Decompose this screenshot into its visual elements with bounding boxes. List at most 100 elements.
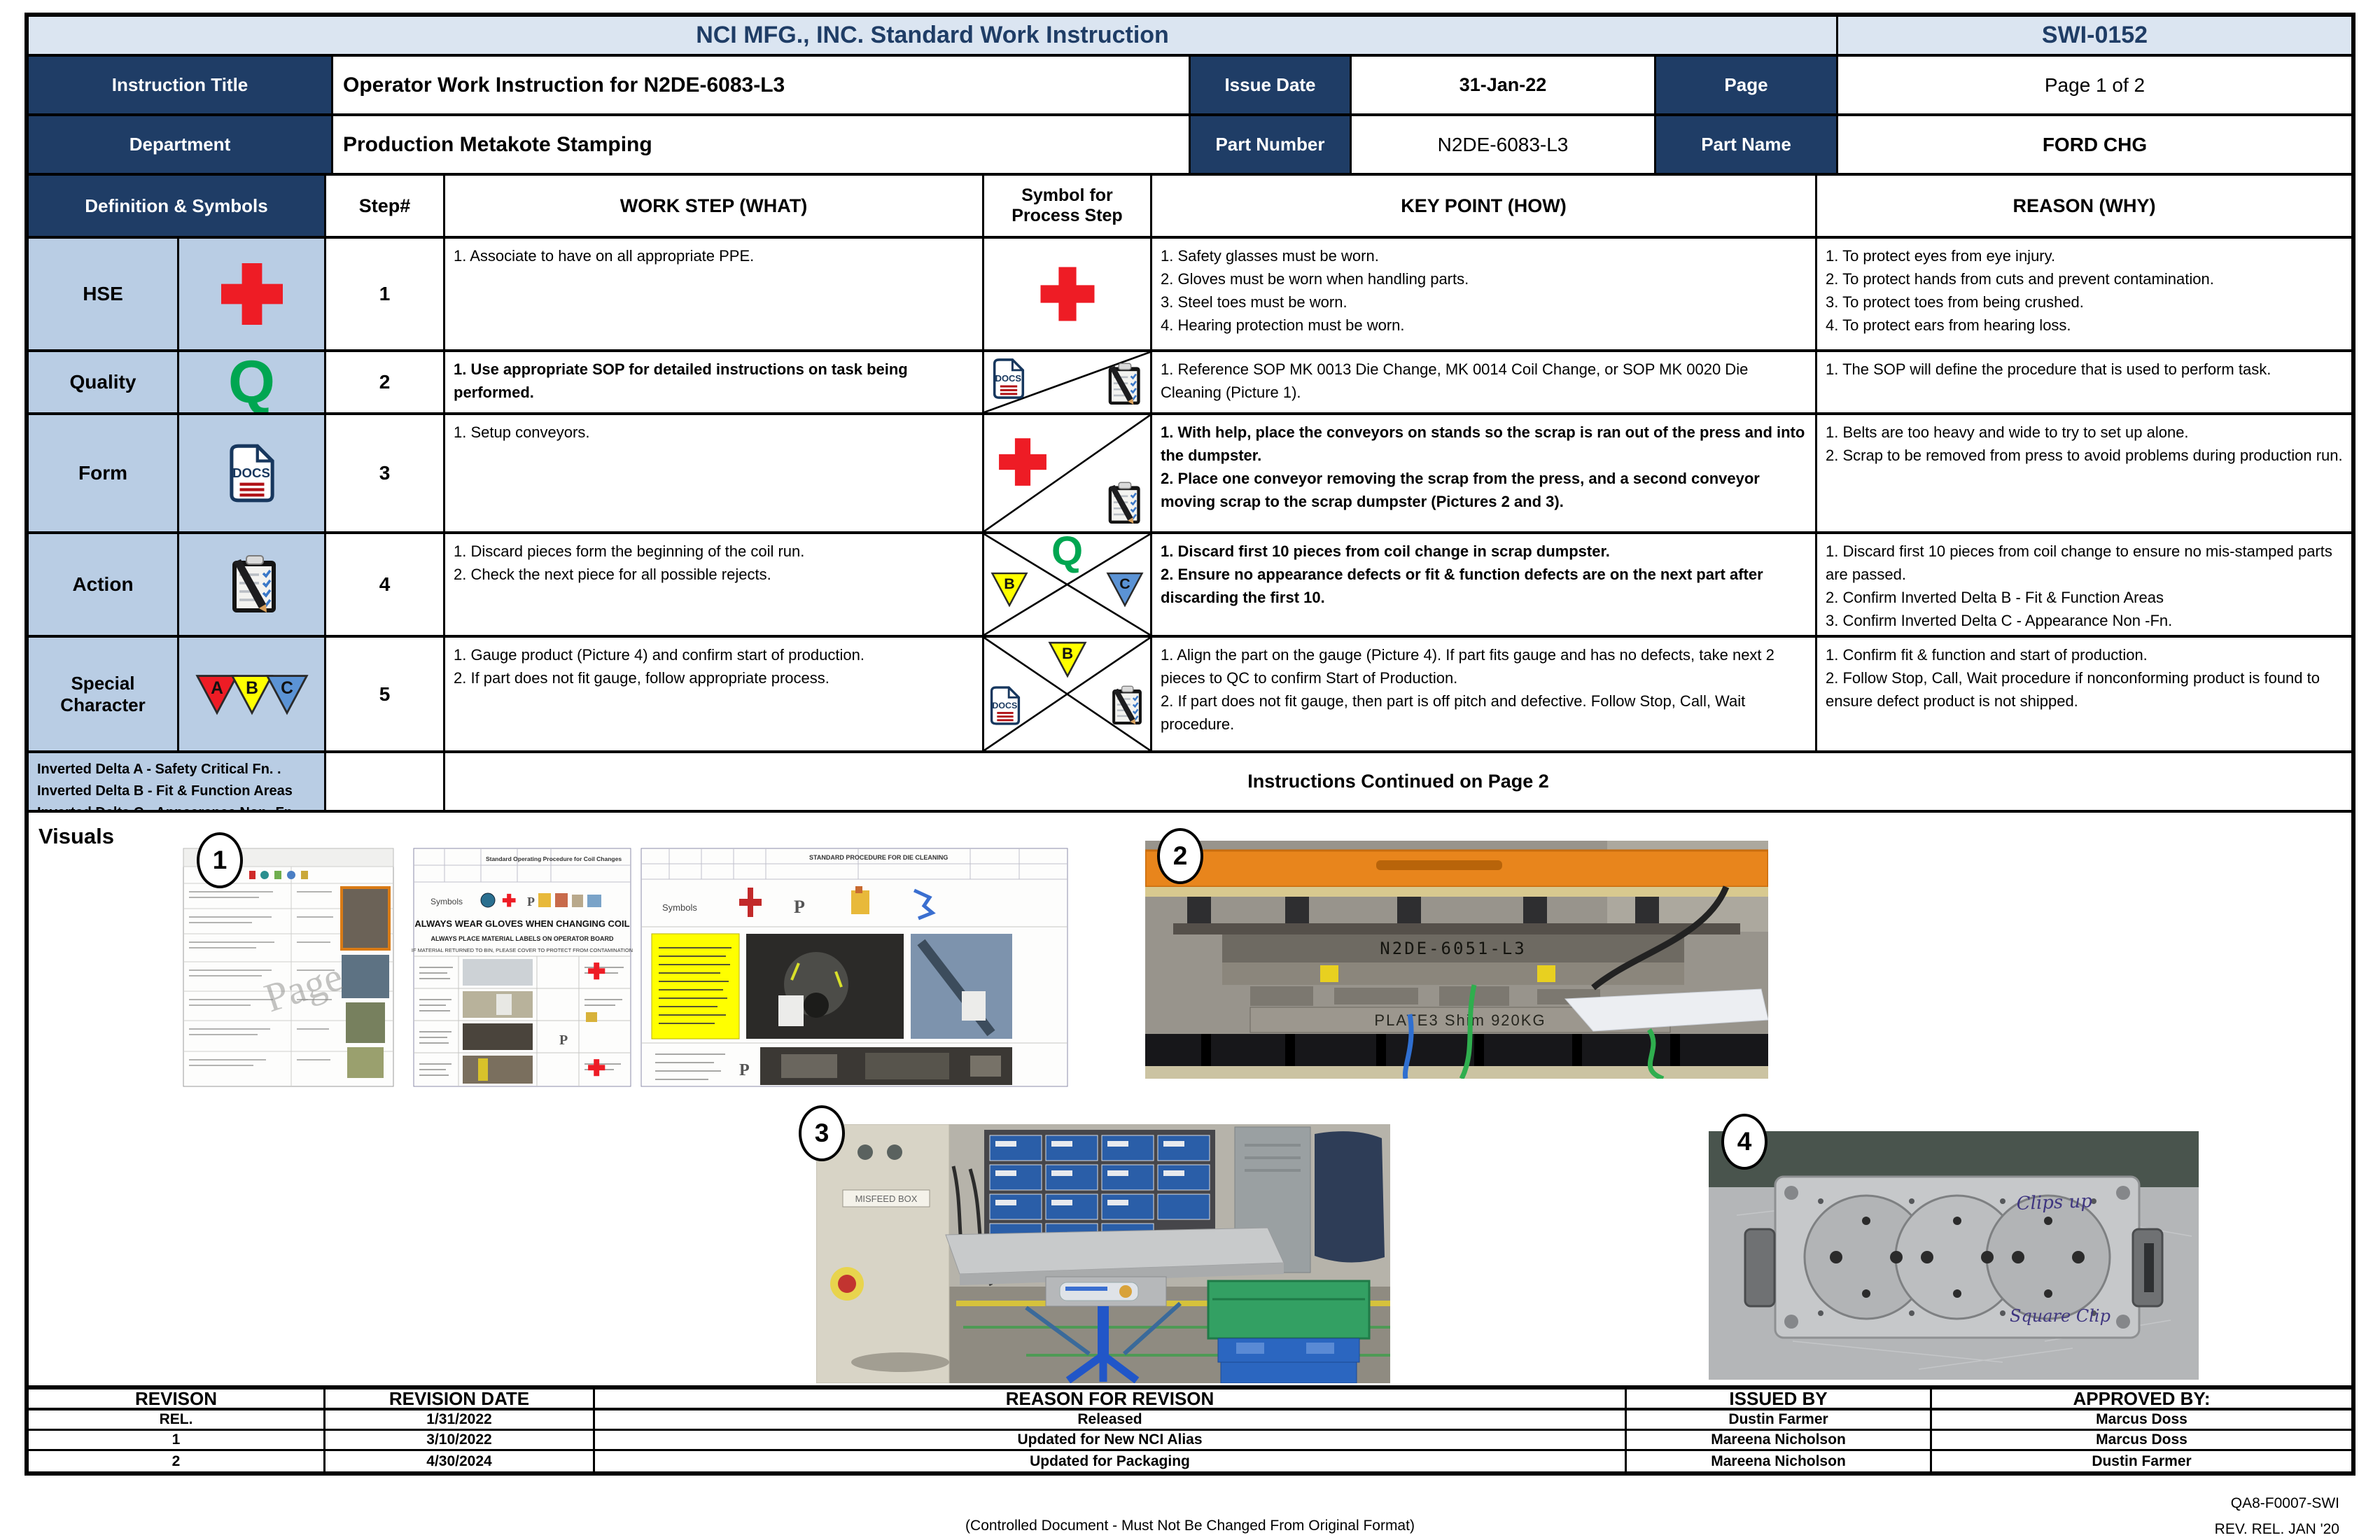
step-photo: [463, 1023, 533, 1050]
green-cable: [1646, 1028, 1665, 1079]
photo-1-sop-documents: Page Standard Operating Procedure for Co…: [179, 844, 1072, 1091]
revision-id: REL.: [29, 1410, 326, 1431]
gauge-bolts: [1830, 1217, 2085, 1298]
revision-row: 2 4/30/2024 Updated for Packaging Mareen…: [29, 1451, 2351, 1471]
col-step: Step#: [326, 176, 445, 239]
p-symbol: P: [739, 1061, 750, 1079]
square-clip-marking: Square Clip: [2010, 1306, 2110, 1326]
edge-pins: [1818, 1198, 2096, 1316]
misfeed-box-label: MISFEED BOX: [855, 1194, 918, 1204]
legend-spacer-cell: [326, 753, 445, 813]
col-work-step: WORK STEP (WHAT): [445, 176, 984, 239]
controlled-document-note: (Controlled Document - Must Not Be Chang…: [965, 1518, 1415, 1534]
work-step-cell: 1. Setup conveyors.: [445, 415, 984, 534]
instructions-continued-note: Instructions Continued on Page 2: [445, 753, 2351, 813]
key-point-cell: 1. Discard first 10 pieces from coil cha…: [1152, 534, 1817, 638]
revision-reason: Updated for New NCI Alias: [595, 1431, 1627, 1451]
docs-icon: [990, 686, 1021, 725]
process-symbol-cell: [984, 415, 1152, 534]
definition-name-quality: Quality: [29, 352, 179, 415]
revision-approved-by: Marcus Doss: [1932, 1431, 2351, 1451]
clipboard-pencil-icon: [1107, 481, 1141, 525]
form-code-block: QA8-F0007-SWI REV. REL. JAN '20: [2215, 1491, 2339, 1540]
instruction-title-row: Instruction Title Operator Work Instruct…: [29, 57, 2351, 116]
right-doc-title: STANDARD PROCEDURE FOR DIE CLEANING: [809, 854, 948, 861]
symbols-icon-row: P: [480, 892, 601, 909]
part-name-value: FORD CHG: [1838, 116, 2351, 176]
step-row-3: Form 3 1. Setup conveyors. 1. With help,…: [29, 415, 2351, 534]
col-reason: REASON (WHY): [1817, 176, 2351, 239]
symbol-strip: [249, 871, 308, 879]
definition-symbol-form: [179, 415, 326, 534]
t-slots: [1201, 1034, 1680, 1066]
definition-symbol-special-character: [179, 638, 326, 753]
instruction-title-value: Operator Work Instruction for N2DE-6083-…: [333, 57, 1191, 116]
highlight-note: [651, 933, 740, 1040]
inverted-delta-b-icon: [1048, 641, 1086, 678]
red-cross-icon: [220, 263, 283, 325]
col-definition-symbols: Definition & Symbols: [29, 176, 326, 239]
definition-symbol-quality: Q: [179, 352, 326, 415]
die-details: [1250, 986, 1600, 1006]
reason-cell: 1. Belts are too heavy and wide to try t…: [1817, 415, 2351, 534]
issue-date-value: 31-Jan-22: [1352, 57, 1656, 116]
contamination-note: IF MATERIAL RETURNED TO BIN, PLEASE COVE…: [412, 947, 633, 953]
key-point-cell: 1. Align the part on the gauge (Picture …: [1152, 638, 1817, 753]
blue-tote: [1220, 1362, 1357, 1383]
upper-die: [1222, 934, 1684, 962]
symbols-icon-row: P: [739, 886, 936, 920]
reason-cell: 1. To protect eyes from eye injury. 2. T…: [1817, 239, 2351, 352]
revision-reason: Released: [595, 1410, 1627, 1431]
sop-doc-middle: Standard Operating Procedure for Coil Ch…: [412, 848, 633, 1087]
green-cable: [1459, 984, 1477, 1079]
page-label: Page: [1656, 57, 1838, 116]
p-symbol: P: [559, 1032, 568, 1048]
visuals-row: Visuals 1: [29, 813, 2351, 1390]
diagonal-divider: [984, 352, 1150, 412]
definition-name-form: Form: [29, 415, 179, 534]
document-frame: NCI MFG., INC. Standard Work Instruction…: [24, 13, 2356, 1476]
revision-row: 1 3/10/2022 Updated for New NCI Alias Ma…: [29, 1431, 2351, 1451]
photo-3-conveyor-stand: MISFEED BOX: [816, 1124, 1390, 1383]
visuals-label: Visuals: [38, 824, 115, 848]
photo-4-checking-gauge: Clips up Square Clip: [1709, 1131, 2199, 1380]
department-value: Production Metakote Stamping: [333, 116, 1191, 176]
die-marking-text: N2DE-6051-L3: [1380, 939, 1526, 958]
instruction-title-label: Instruction Title: [29, 57, 333, 116]
plate-marking-text: PLATE3 Shim 920KG: [1374, 1011, 1546, 1029]
work-step-cell: 1. Associate to have on all appropriate …: [445, 239, 984, 352]
photo-2-number-badge: 2: [1157, 828, 1203, 884]
thumb-press-photo: [340, 886, 391, 951]
part-name-label: Part Name: [1656, 116, 1838, 176]
middle-doc-title: Standard Operating Procedure for Coil Ch…: [486, 855, 622, 862]
step-number: 5: [326, 638, 445, 753]
revision-id: 1: [29, 1431, 326, 1451]
diagonal-divider: [984, 415, 1150, 531]
plate-screws: [1784, 1186, 2130, 1329]
p-symbol: P: [794, 897, 805, 917]
step-row-4: Action 4 1. Discard pieces form the begi…: [29, 534, 2351, 638]
stand-post: [1098, 1306, 1109, 1357]
definition-symbol-hse: [179, 239, 326, 352]
green-tote: [1207, 1280, 1371, 1340]
revision-id: 2: [29, 1451, 326, 1471]
department-row: Department Production Metakote Stamping …: [29, 116, 2351, 176]
revision-header-row: REVISON REVISION DATE REASON FOR REVISON…: [29, 1390, 2351, 1410]
process-symbol-cell: [984, 638, 1152, 753]
revision-date: 3/10/2022: [326, 1431, 595, 1451]
step-photo: [463, 1056, 533, 1084]
step-row-5: Special Character 5 1. Gauge product (Pi…: [29, 638, 2351, 753]
definition-name-hse: HSE: [29, 239, 179, 352]
clips-up-marking: Clips up: [2016, 1191, 2093, 1214]
gauge-circles: [1803, 1194, 2111, 1320]
issue-date-label: Issue Date: [1191, 57, 1352, 116]
visuals-area: Visuals 1: [29, 813, 2351, 1390]
revision-date-col-header: REVISION DATE: [326, 1390, 595, 1410]
step-number: 3: [326, 415, 445, 534]
process-symbol-cell: [984, 239, 1152, 352]
red-cross-icon: [999, 438, 1046, 486]
approved-by-col-header: APPROVED BY:: [1932, 1390, 2351, 1410]
blue-cable: [1402, 1014, 1414, 1079]
clipboard-pencil-icon: [1111, 685, 1143, 725]
clipboard-pencil-icon: [230, 554, 277, 614]
